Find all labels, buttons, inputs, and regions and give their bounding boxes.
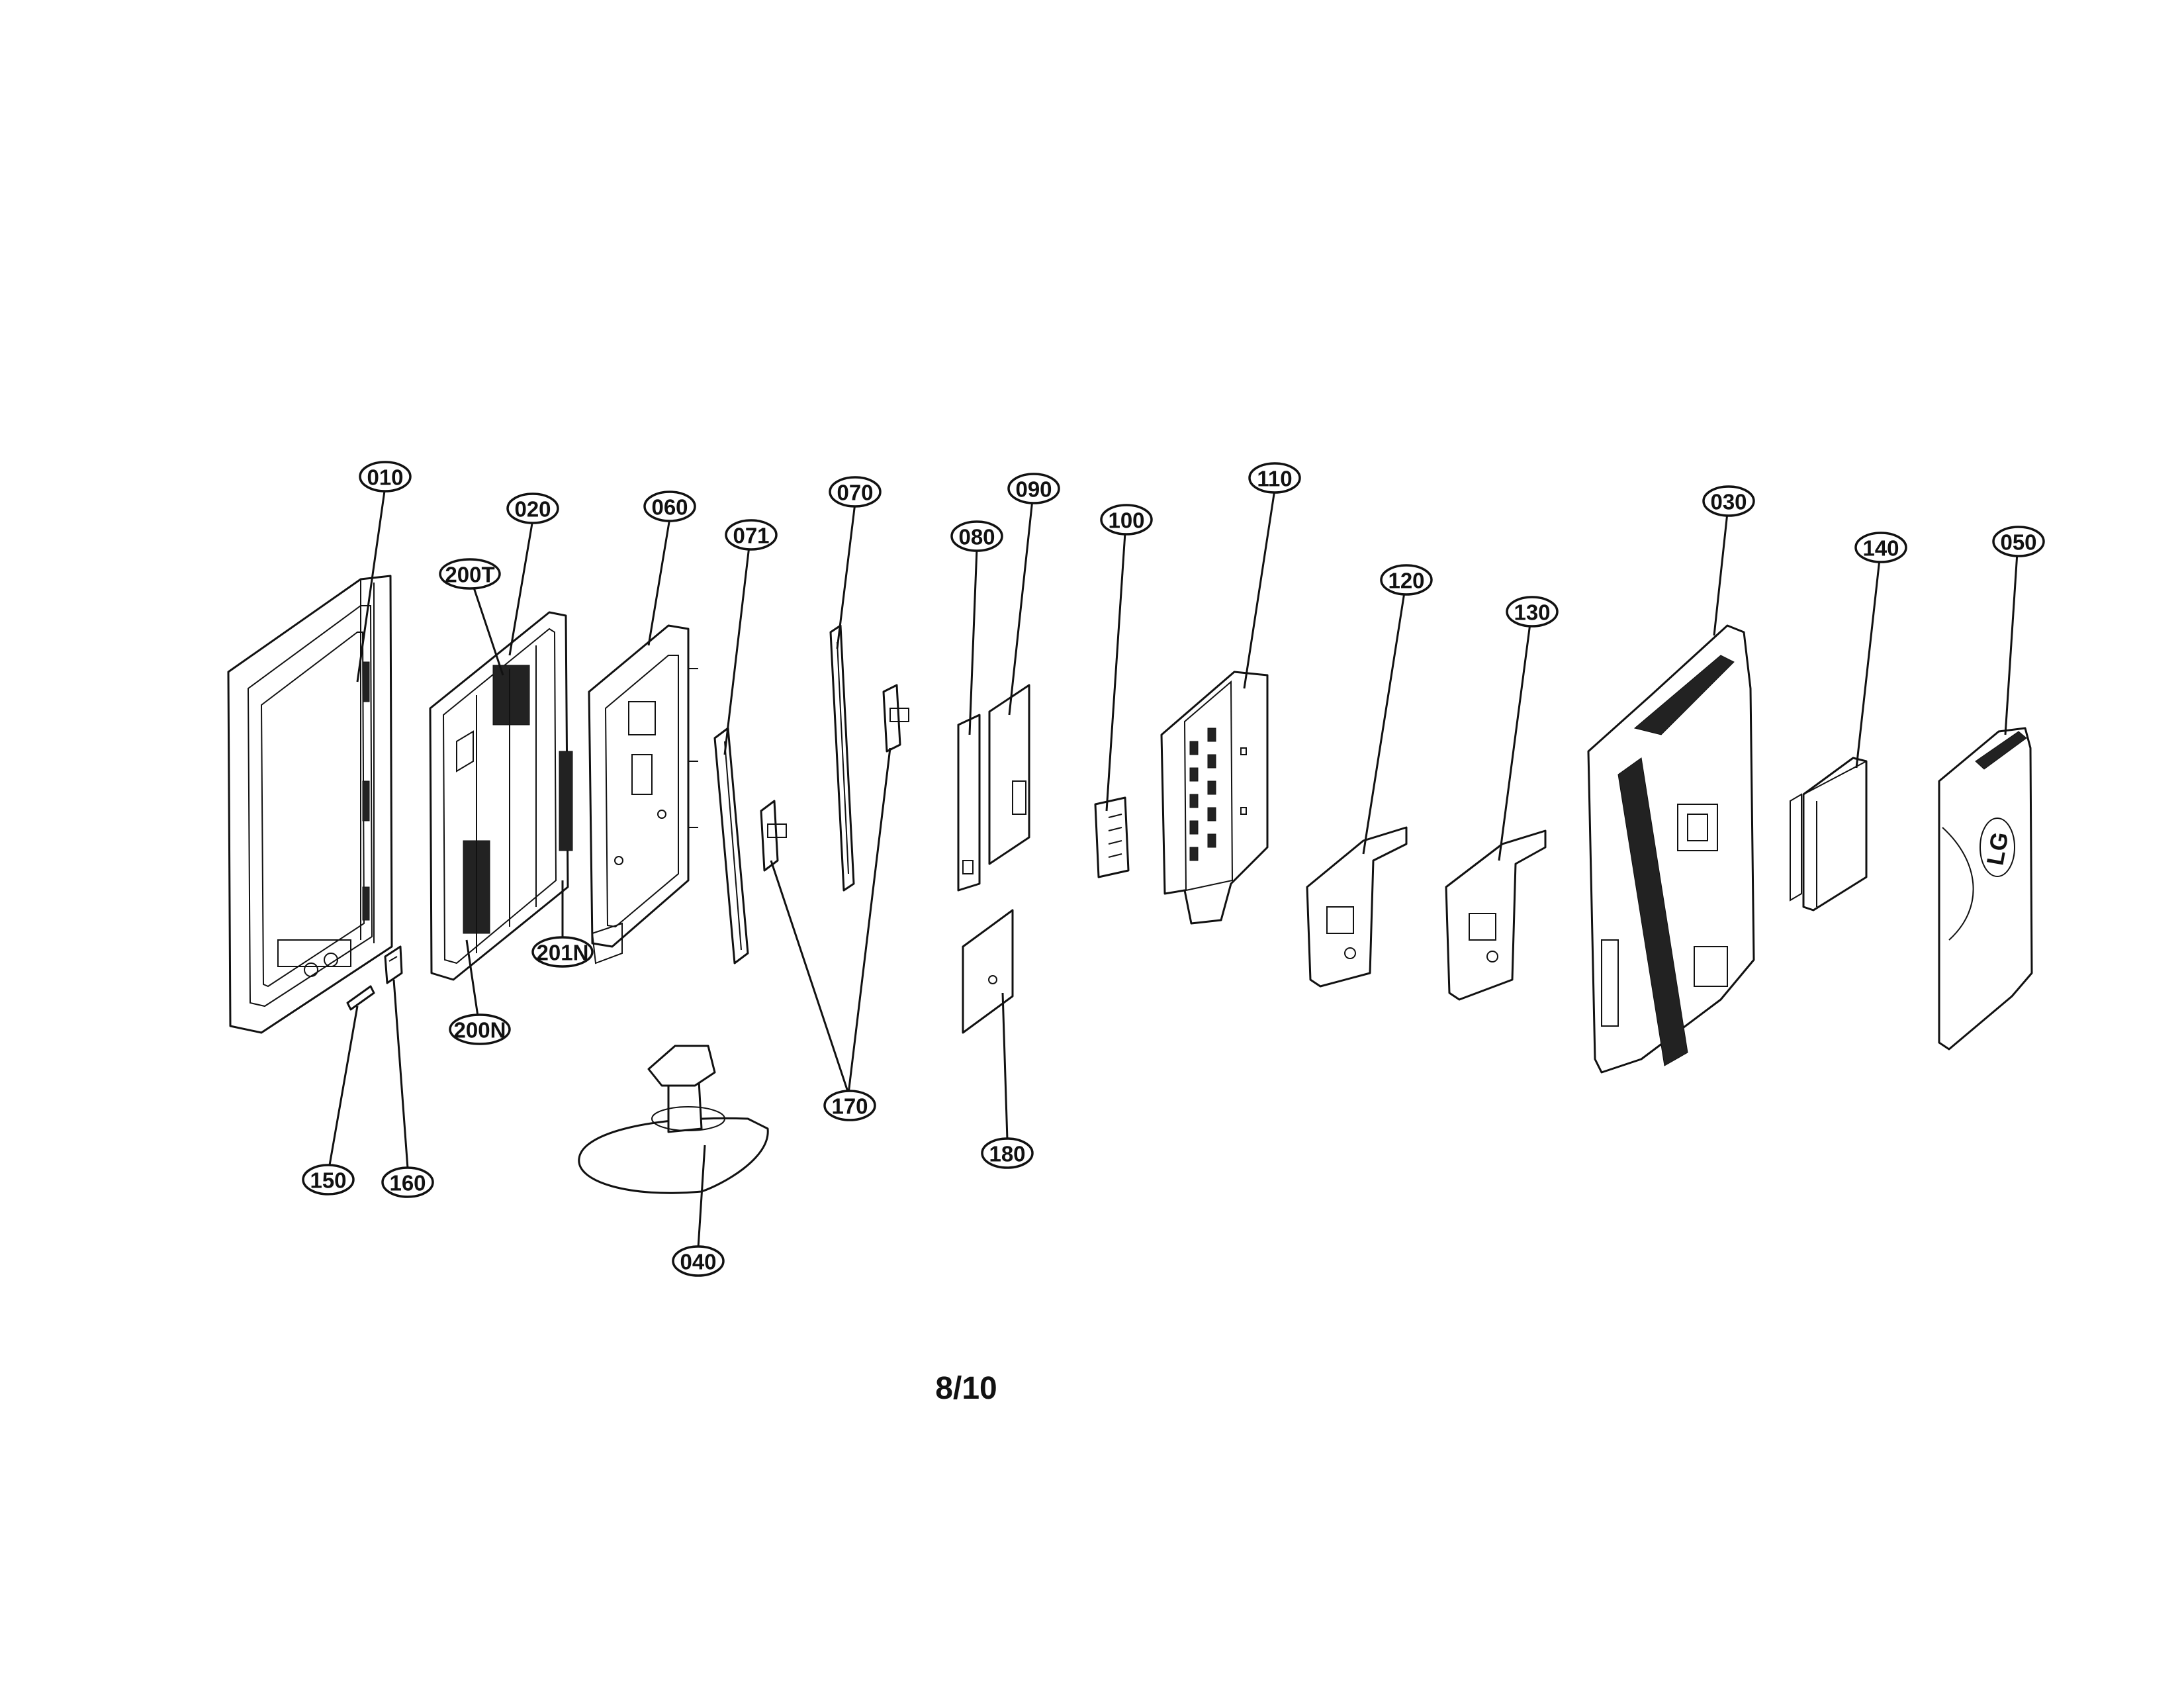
svg-text:030: 030 <box>1710 490 1747 514</box>
svg-text:120: 120 <box>1388 569 1424 593</box>
callout-071: 071 <box>725 519 778 551</box>
svg-text:060: 060 <box>651 495 688 520</box>
callout-200T: 200T <box>439 558 501 590</box>
side-bracket-071 <box>713 727 749 964</box>
stand-base-040 <box>578 1045 769 1194</box>
button-piece-160 <box>384 945 403 984</box>
svg-text:050: 050 <box>2000 530 2036 555</box>
box-140 <box>1790 757 1868 912</box>
button-piece-150 <box>346 985 375 1011</box>
chassis-frame-part <box>588 624 698 964</box>
svg-text:170: 170 <box>831 1094 868 1119</box>
callout-180: 180 <box>981 1137 1034 1169</box>
svg-text:200T: 200T <box>445 563 494 587</box>
page-number: 8/10 <box>935 1371 997 1406</box>
shield-cover-110 <box>1160 671 1269 925</box>
callout-090: 090 <box>1007 473 1060 504</box>
callout-110: 110 <box>1248 462 1301 494</box>
svg-text:100: 100 <box>1108 508 1144 533</box>
callout-200N: 200N <box>449 1013 511 1045</box>
callout-140: 140 <box>1854 532 1907 563</box>
svg-text:040: 040 <box>680 1250 716 1274</box>
board-090 <box>988 684 1030 865</box>
board-080 <box>957 714 981 892</box>
bracket-120 <box>1306 826 1408 988</box>
callout-030: 030 <box>1702 485 1755 517</box>
svg-text:071: 071 <box>733 524 769 548</box>
connector-100 <box>1094 796 1130 878</box>
callout-060: 060 <box>643 491 696 522</box>
callout-201N: 201N <box>531 936 594 968</box>
callout-100: 100 <box>1100 504 1153 536</box>
svg-text:020: 020 <box>514 497 551 522</box>
svg-text:080: 080 <box>958 525 995 549</box>
back-cover-030 <box>1587 624 1755 1074</box>
svg-text:200N: 200N <box>454 1018 506 1043</box>
rear-cover-050: LG <box>1938 727 2033 1051</box>
hinge-piece-left <box>760 800 787 872</box>
callout-010: 010 <box>359 461 412 492</box>
svg-text:090: 090 <box>1015 477 1052 502</box>
callout-080: 080 <box>950 520 1003 552</box>
svg-text:110: 110 <box>1257 467 1292 491</box>
lcd-panel-part <box>429 611 573 981</box>
svg-text:070: 070 <box>837 481 873 505</box>
svg-text:160: 160 <box>389 1171 426 1196</box>
bracket-130 <box>1445 829 1547 1001</box>
side-bracket-070 <box>829 624 855 892</box>
callout-130: 130 <box>1506 596 1559 628</box>
svg-text:180: 180 <box>989 1142 1025 1166</box>
callout-050: 050 <box>1992 526 2045 557</box>
leader-lines <box>328 486 2019 1248</box>
callout-070: 070 <box>829 476 882 508</box>
callout-170: 170 <box>823 1090 876 1121</box>
callout-020: 020 <box>506 492 559 524</box>
logo-text: LG <box>1981 830 2013 867</box>
callout-120: 120 <box>1380 564 1433 596</box>
callout-040: 040 <box>672 1245 725 1277</box>
board-180 <box>962 909 1014 1034</box>
callout-150: 150 <box>302 1164 355 1196</box>
front-bezel-part <box>227 575 393 1034</box>
svg-text:010: 010 <box>367 465 403 490</box>
svg-text:140: 140 <box>1862 536 1899 561</box>
svg-text:150: 150 <box>310 1168 346 1193</box>
hinge-piece-right <box>882 684 909 753</box>
svg-text:130: 130 <box>1514 600 1550 625</box>
svg-text:201N: 201N <box>537 941 589 965</box>
callout-160: 160 <box>381 1166 434 1198</box>
